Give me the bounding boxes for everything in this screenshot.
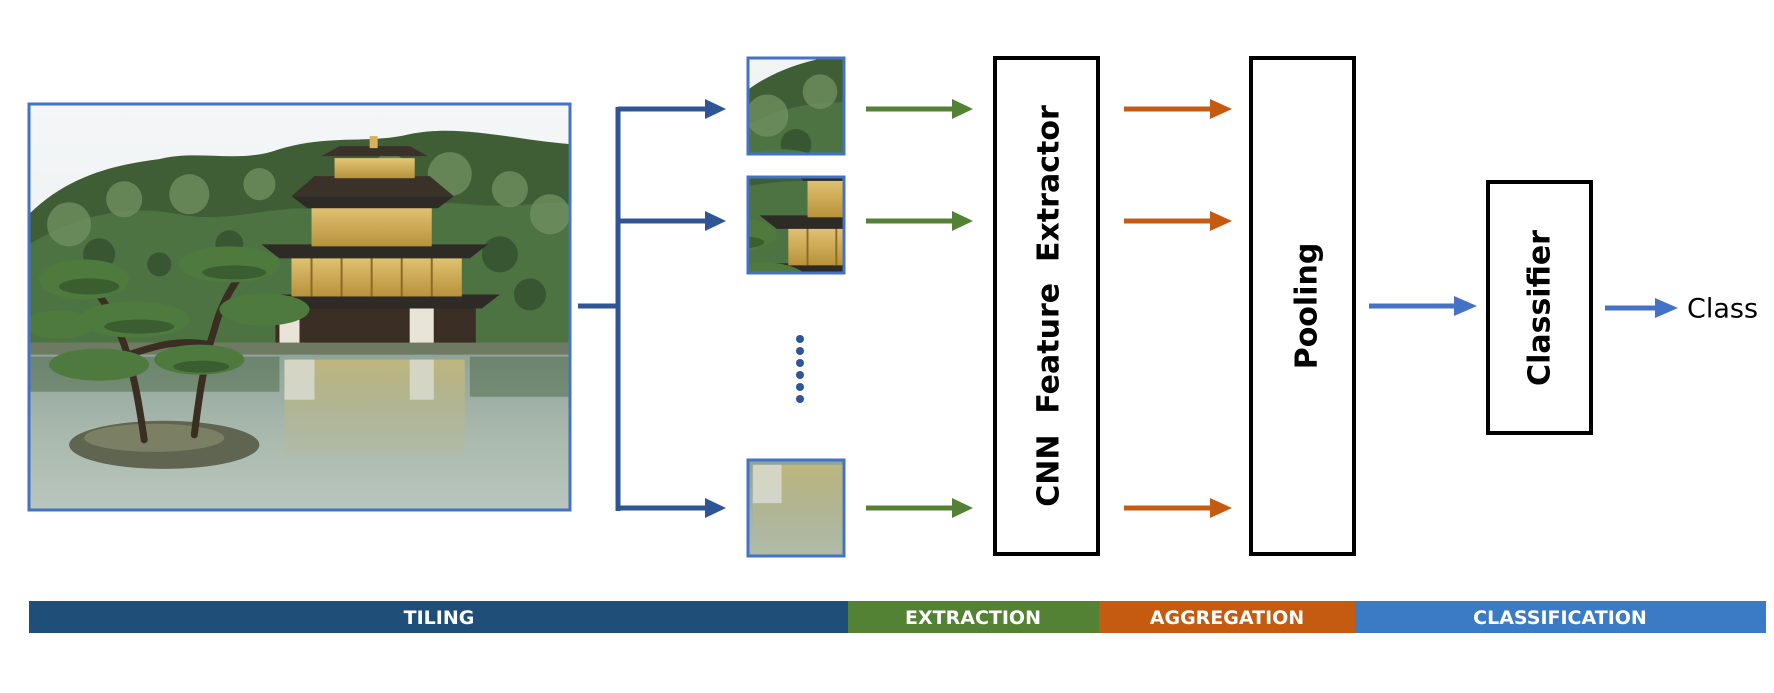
pooling-to-classifier-arrow xyxy=(1369,296,1477,316)
input-image xyxy=(27,102,572,512)
tile-1 xyxy=(746,56,846,156)
tiling-arrowheads xyxy=(705,99,726,518)
classifier-label: Classifier xyxy=(1523,230,1558,386)
tile-3 xyxy=(746,458,846,558)
phase-classification xyxy=(1355,601,1766,633)
cnn-feature-extractor-box: CNN Feature Extractor xyxy=(993,56,1100,556)
phase-aggregation-label: AGGREGATION xyxy=(1150,607,1304,629)
pooling-box: Pooling xyxy=(1249,56,1356,556)
phase-tiling-label: TILING xyxy=(404,607,475,629)
phase-aggregation xyxy=(1099,601,1355,633)
phase-classification-label: CLASSIFICATION xyxy=(1473,607,1647,629)
tiling-arrowhead-2 xyxy=(705,211,726,231)
classifier-to-class-arrow xyxy=(1605,298,1678,318)
tiling-arrowhead-1 xyxy=(705,99,726,119)
tile-ellipsis xyxy=(796,335,804,403)
pooling-label: Pooling xyxy=(1290,243,1325,370)
phase-bar: TILING EXTRACTION AGGREGATION CLASSIFICA… xyxy=(29,601,1766,633)
tiling-bracket xyxy=(578,106,705,511)
aggregation-arrows xyxy=(1124,99,1232,518)
extraction-arrows xyxy=(866,99,973,518)
classifier-box: Classifier xyxy=(1486,180,1593,435)
phase-tiling xyxy=(29,601,848,633)
phase-extraction xyxy=(848,601,1099,633)
tile-2 xyxy=(746,175,846,275)
phase-extraction-label: EXTRACTION xyxy=(905,607,1041,629)
cnn-feature-extractor-label: CNN Feature Extractor xyxy=(1032,105,1067,507)
tiling-arrowhead-3 xyxy=(705,498,726,518)
class-output-label: Class xyxy=(1687,294,1758,325)
